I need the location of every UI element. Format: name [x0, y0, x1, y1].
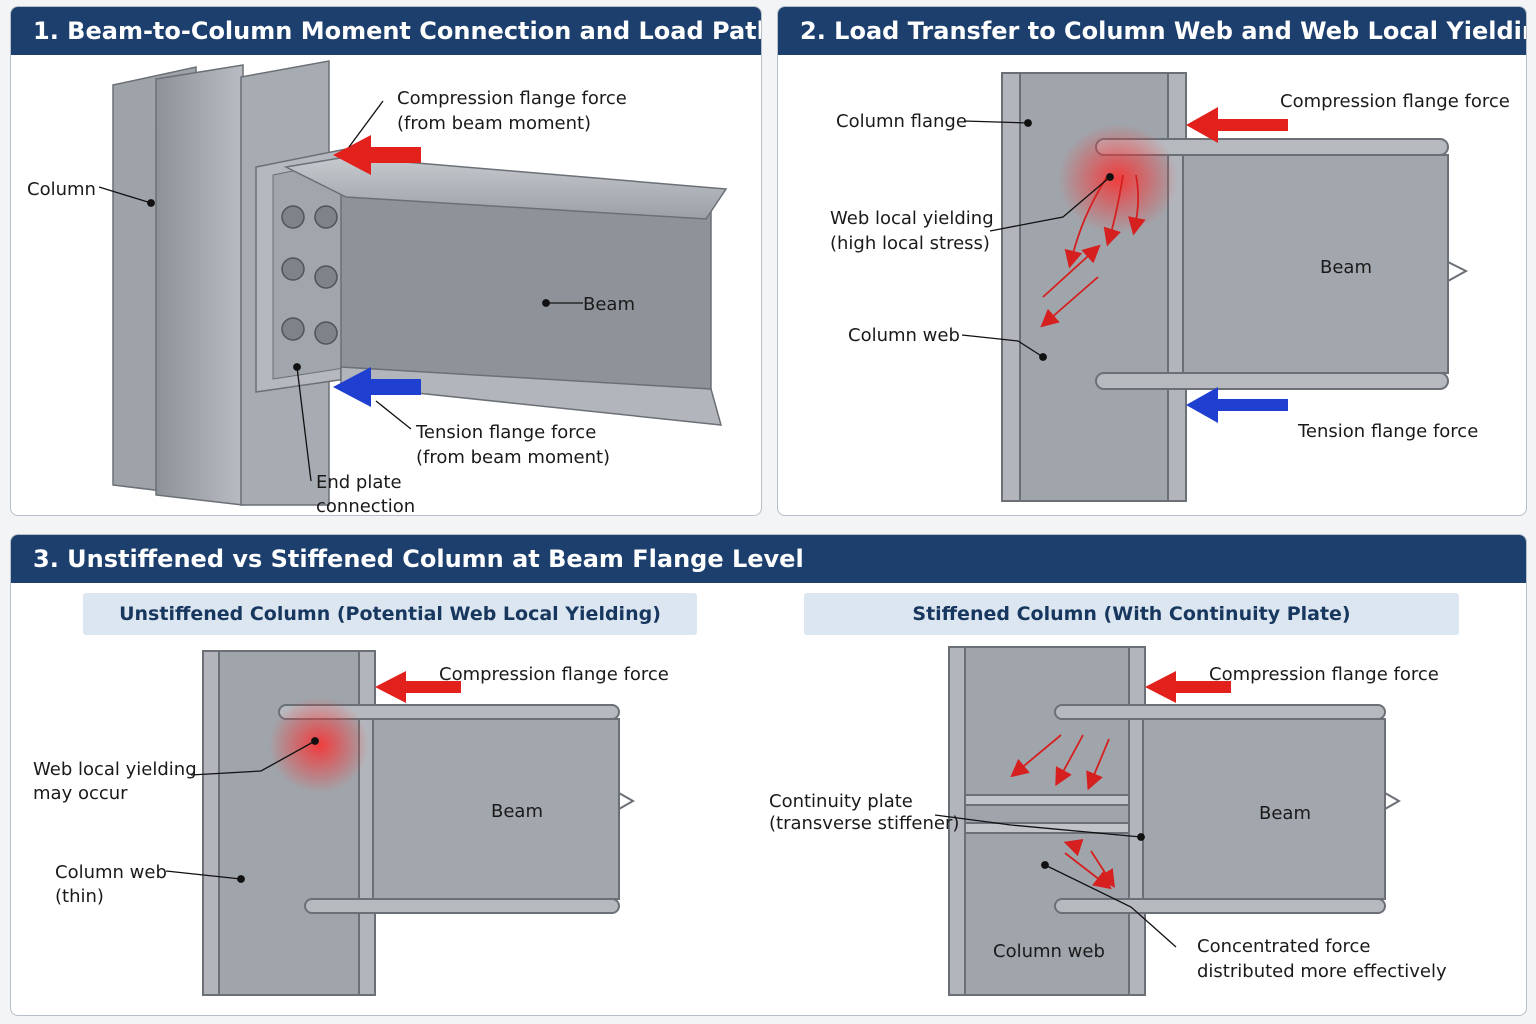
unstiffened-beam: [278, 704, 636, 914]
unstiffened-beam-label: Beam: [491, 801, 543, 822]
panel-1-title: 1. Beam-to-Column Moment Connection and …: [11, 7, 761, 55]
stiffened-compression-label: Compression flange force: [1209, 664, 1439, 685]
yield-zone: [1058, 124, 1178, 234]
compression-label-line2: (from beam moment): [397, 113, 591, 134]
compression-arrow: [1186, 107, 1288, 143]
stiffened-stress-arrows: [1010, 734, 1115, 890]
beam-shape: [283, 156, 728, 426]
panel-load-transfer: 2. Load Transfer to Column Web and Web L…: [777, 6, 1527, 516]
panel-2-title: 2. Load Transfer to Column Web and Web L…: [778, 7, 1526, 55]
column-flange-label: Column flange: [836, 111, 967, 132]
unstiffened-web-line2: (thin): [55, 886, 104, 907]
tension-label-line1: Tension flange force: [415, 422, 596, 443]
panel-3-title: 3. Unstiffened vs Stiffened Column at Be…: [11, 535, 1526, 583]
panel-moment-connection: 1. Beam-to-Column Moment Connection and …: [10, 6, 762, 516]
tension-label-line2: (from beam moment): [416, 447, 610, 468]
unstiffened-wly-line2: may occur: [33, 783, 128, 804]
compression-label: Compression flange force: [1280, 91, 1510, 112]
unstiffened-column: [202, 650, 376, 996]
stiffened-beam: [1054, 704, 1402, 914]
stiffened-compression-arrow: [1145, 671, 1231, 703]
tension-arrow: [333, 367, 421, 407]
load-transfer-illustration: Column flange Web local yielding (high l…: [830, 72, 1510, 502]
column-label: Column: [27, 179, 96, 200]
end-plate-label-line1: End plate: [316, 472, 402, 493]
stiffened-plate-line1: Continuity plate: [769, 791, 913, 812]
end-plate-label-line2: connection: [316, 496, 415, 515]
unstiffened-compression-label: Compression flange force: [439, 664, 669, 685]
stiffened-conc-line2: distributed more effectively: [1197, 961, 1447, 982]
wly-label-line1: Web local yielding: [830, 208, 994, 229]
stiffened-web-label: Column web: [993, 941, 1105, 962]
compression-label-line1: Compression flange force: [397, 88, 627, 109]
tension-arrow: [1186, 387, 1288, 423]
stiffened-beam-label: Beam: [1259, 803, 1311, 824]
compression-arrow: [333, 135, 421, 175]
unstiffened-yield-zone: [269, 697, 369, 793]
unstiffened-subtitle: Unstiffened Column (Potential Web Local …: [83, 593, 697, 635]
bolt-group: [281, 205, 338, 345]
moment-connection-illustration: Column Beam Compression flange force (fr…: [27, 60, 728, 515]
beam-section: [1095, 138, 1469, 390]
beam-label: Beam: [583, 294, 635, 315]
column-web-label: Column web: [848, 325, 960, 346]
beam-label: Beam: [1320, 257, 1372, 278]
unstiffened-wly-line1: Web local yielding: [33, 759, 197, 780]
comparison-illustration: Compression flange force Web local yield…: [33, 646, 1447, 996]
stiffened-subtitle: Stiffened Column (With Continuity Plate): [804, 593, 1459, 635]
wly-label-line2: (high local stress): [830, 233, 990, 254]
stiffened-conc-line1: Concentrated force: [1197, 936, 1370, 957]
panel-stiffener-comparison: 3. Unstiffened vs Stiffened Column at Be…: [10, 534, 1527, 1016]
unstiffened-web-line1: Column web: [55, 862, 167, 883]
tension-label: Tension flange force: [1297, 421, 1478, 442]
stiffened-plate-line2: (transverse stiffener): [769, 813, 959, 834]
unstiffened-compression-arrow: [375, 671, 461, 703]
